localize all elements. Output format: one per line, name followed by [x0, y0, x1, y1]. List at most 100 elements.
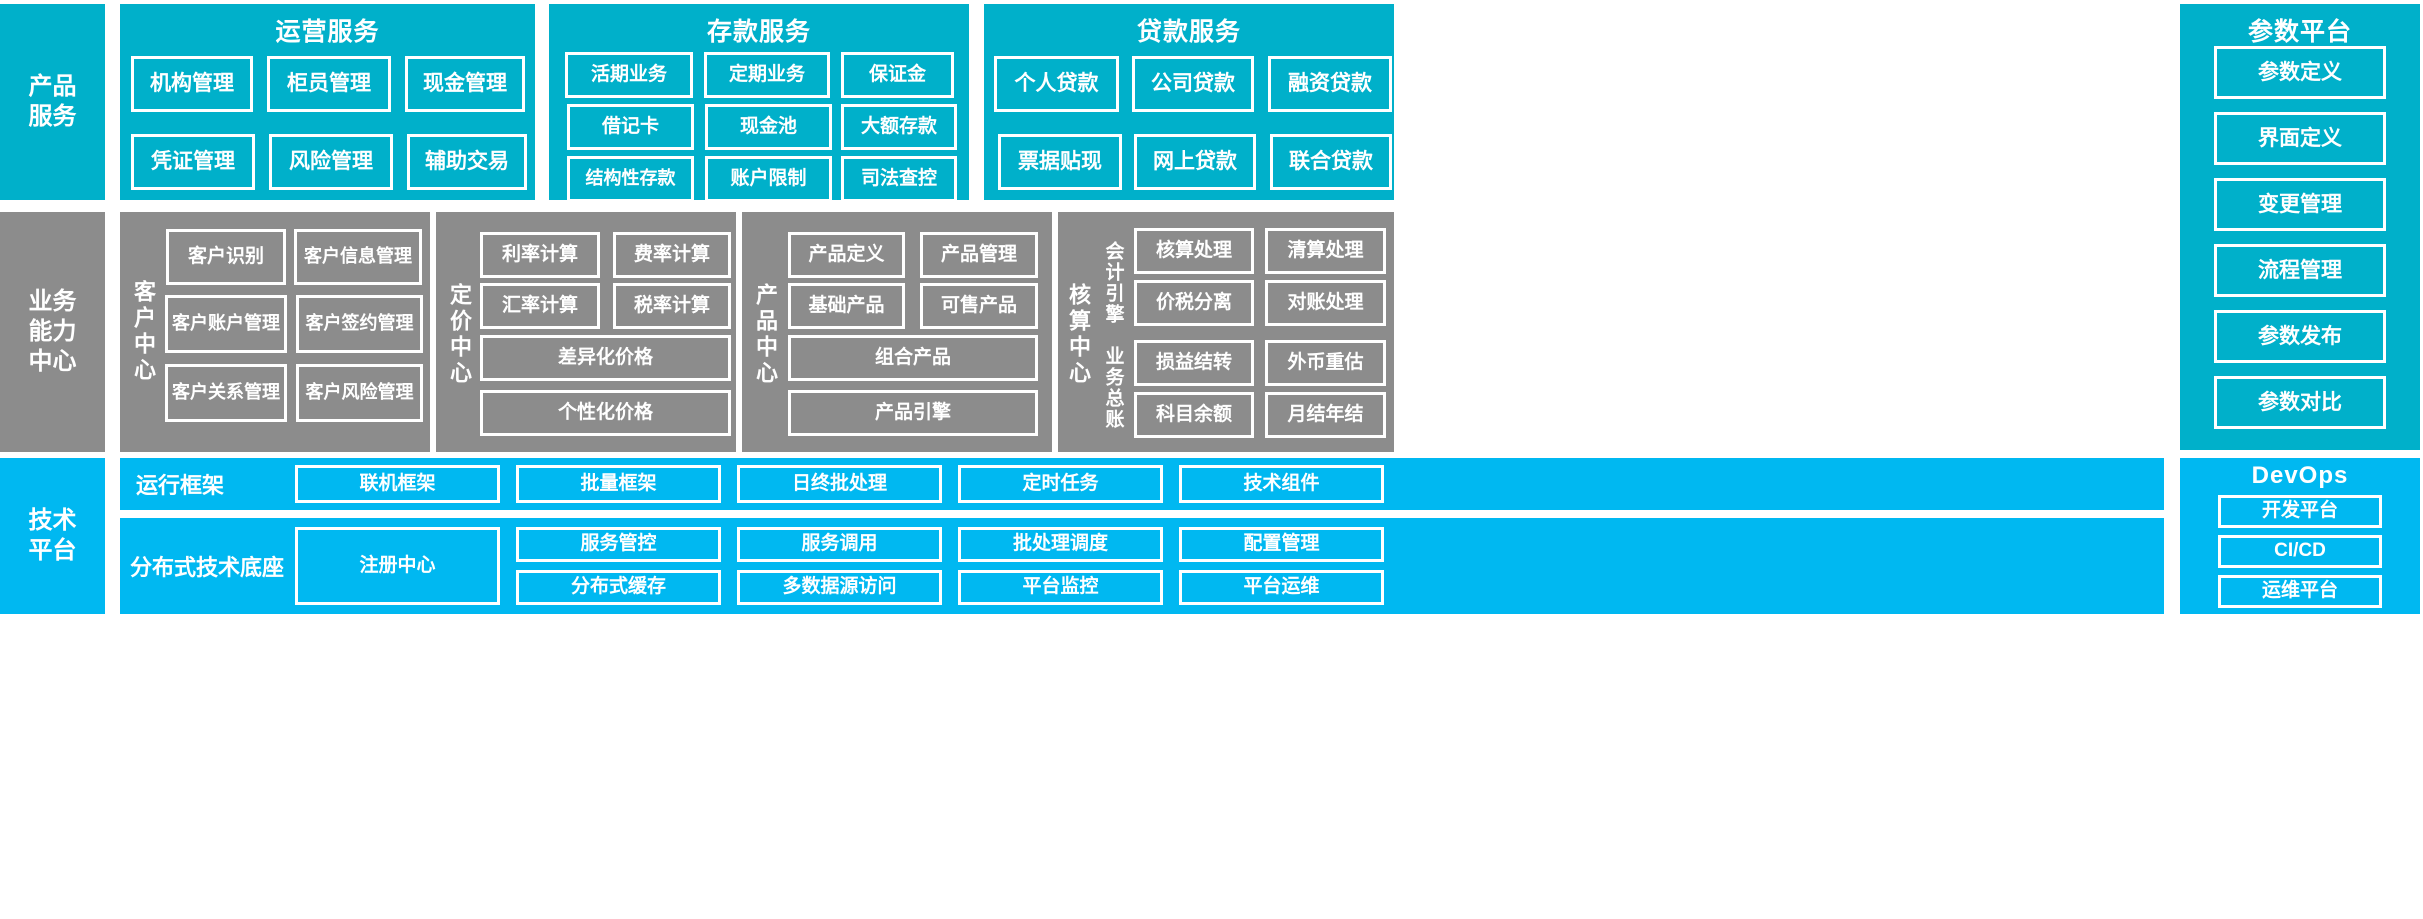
tile-ci-cd[interactable]: CI/CD — [2218, 535, 2382, 568]
tile-bill-discount[interactable]: 票据贴现 — [998, 134, 1122, 190]
tile-profit-loss-carryover[interactable]: 损益结转 — [1134, 340, 1254, 386]
row-label-product-service: 产品 服务 — [0, 4, 105, 200]
tile-configuration-management[interactable]: 配置管理 — [1179, 527, 1384, 562]
label-distributed-base: 分布式技术底座 — [130, 555, 285, 580]
panel-product-center: 产品中心 产品定义 产品管理 基础产品 可售产品 组合产品 产品引擎 — [742, 212, 1052, 452]
tile-auxiliary-transaction[interactable]: 辅助交易 — [407, 134, 527, 190]
panel-title-loan-service: 贷款服务 — [1136, 18, 1241, 46]
panel-accounting-center: 核算中心 会计引擎 业务总账 核算处理 清算处理 价税分离 对账处理 损益结转 … — [1058, 212, 1394, 452]
tile-reconciliation-process[interactable]: 对账处理 — [1265, 280, 1386, 326]
tile-margin-deposit[interactable]: 保证金 — [841, 52, 954, 98]
tile-platform-monitoring[interactable]: 平台监控 — [958, 570, 1163, 605]
tile-foreign-currency-revaluation[interactable]: 外币重估 — [1265, 340, 1386, 386]
tile-tax-rate-calc[interactable]: 税率计算 — [613, 283, 731, 329]
tile-voucher-management[interactable]: 凭证管理 — [131, 134, 255, 190]
tile-parameter-definition[interactable]: 参数定义 — [2214, 46, 2386, 99]
tile-differential-pricing[interactable]: 差异化价格 — [480, 335, 731, 381]
label-runtime-framework: 运行框架 — [136, 473, 225, 498]
tile-exchange-rate-calc[interactable]: 汇率计算 — [480, 283, 600, 329]
tile-customer-relation-management[interactable]: 客户关系管理 — [165, 364, 287, 422]
panel-distributed-base: 分布式技术底座 注册中心 服务管控 分布式缓存 服务调用 多数据源访问 批处理调… — [120, 518, 2164, 614]
tile-fee-rate-calc[interactable]: 费率计算 — [613, 232, 731, 278]
panel-operation-service: 运营服务 机构管理 柜员管理 现金管理 凭证管理 风险管理 辅助交易 — [120, 4, 535, 200]
tile-risk-management[interactable]: 风险管理 — [269, 134, 393, 190]
tile-parameter-compare[interactable]: 参数对比 — [2214, 376, 2386, 429]
tile-online-framework[interactable]: 联机框架 — [295, 465, 500, 503]
tile-judicial-inquiry[interactable]: 司法查控 — [841, 156, 957, 202]
tile-cash-pool[interactable]: 现金池 — [705, 104, 832, 150]
vlabel-customer-center: 客户中心 — [131, 280, 156, 384]
row-label-line2: 平台 — [28, 537, 77, 564]
tile-batch-framework[interactable]: 批量框架 — [516, 465, 721, 503]
tile-interest-rate-calc[interactable]: 利率计算 — [480, 232, 600, 278]
row-label-line1: 业务 — [28, 288, 77, 315]
tile-distributed-cache[interactable]: 分布式缓存 — [516, 570, 721, 605]
tile-ops-platform[interactable]: 运维平台 — [2218, 575, 2382, 608]
panel-loan-service: 贷款服务 个人贷款 公司贷款 融资贷款 票据贴现 网上贷款 联合贷款 — [984, 4, 1394, 200]
panel-customer-center: 客户中心 客户识别 客户信息管理 客户账户管理 客户签约管理 客户关系管理 客户… — [120, 212, 430, 452]
tile-register-center[interactable]: 注册中心 — [295, 527, 500, 605]
tile-demand-deposit[interactable]: 活期业务 — [565, 52, 693, 98]
vlabel-business-ledger: 业务总账 — [1102, 346, 1124, 430]
tile-syndicated-loan[interactable]: 联合贷款 — [1270, 134, 1392, 190]
tile-service-governance[interactable]: 服务管控 — [516, 527, 721, 562]
panel-runtime-framework: 运行框架 联机框架 批量框架 日终批处理 定时任务 技术组件 — [120, 458, 2164, 510]
row-label-line3: 中心 — [28, 348, 77, 375]
row-label-line1: 产品 — [28, 73, 77, 100]
tile-dev-platform[interactable]: 开发平台 — [2218, 495, 2382, 528]
tile-personalized-pricing[interactable]: 个性化价格 — [480, 390, 731, 436]
row-label-technical-platform: 技术 平台 — [0, 458, 105, 614]
tile-debit-card[interactable]: 借记卡 — [567, 104, 694, 150]
tile-price-tax-separation[interactable]: 价税分离 — [1134, 280, 1254, 326]
tile-service-invocation[interactable]: 服务调用 — [737, 527, 942, 562]
tile-teller-management[interactable]: 柜员管理 — [267, 56, 391, 112]
row-label-line2: 能力 — [28, 318, 77, 345]
vlabel-product-center: 产品中心 — [753, 283, 778, 387]
tile-day-end-batch[interactable]: 日终批处理 — [737, 465, 942, 503]
tile-online-loan[interactable]: 网上贷款 — [1134, 134, 1256, 190]
tile-combined-product[interactable]: 组合产品 — [788, 335, 1038, 381]
panel-pricing-center: 定价中心 利率计算 费率计算 汇率计算 税率计算 差异化价格 个性化价格 — [436, 212, 736, 452]
row-label-line2: 服务 — [28, 103, 77, 130]
tile-month-year-end-close[interactable]: 月结年结 — [1265, 392, 1386, 438]
tile-large-deposit[interactable]: 大额存款 — [841, 104, 957, 150]
tile-customer-contract-management[interactable]: 客户签约管理 — [296, 295, 423, 353]
tile-scheduled-task[interactable]: 定时任务 — [958, 465, 1163, 503]
tile-multi-datasource-access[interactable]: 多数据源访问 — [737, 570, 942, 605]
tile-time-deposit[interactable]: 定期业务 — [704, 52, 830, 98]
tile-financing-loan[interactable]: 融资贷款 — [1268, 56, 1392, 112]
row-label-business-capability: 业务 能力 中心 — [0, 212, 105, 452]
tile-corporate-loan[interactable]: 公司贷款 — [1132, 56, 1254, 112]
tile-base-product[interactable]: 基础产品 — [788, 283, 905, 329]
panel-deposit-service: 存款服务 活期业务 定期业务 保证金 借记卡 现金池 大额存款 结构性存款 账户… — [549, 4, 969, 202]
tile-account-balance[interactable]: 科目余额 — [1134, 392, 1254, 438]
tile-cash-management[interactable]: 现金管理 — [405, 56, 525, 112]
tile-batch-scheduling[interactable]: 批处理调度 — [958, 527, 1163, 562]
panel-title-parameter-platform: 参数平台 — [2247, 18, 2352, 46]
tile-product-definition[interactable]: 产品定义 — [788, 232, 905, 278]
tile-structured-deposit[interactable]: 结构性存款 — [567, 156, 694, 202]
tile-change-management[interactable]: 变更管理 — [2214, 178, 2386, 231]
tile-organization-management[interactable]: 机构管理 — [131, 56, 253, 112]
tile-interface-definition[interactable]: 界面定义 — [2214, 112, 2386, 165]
tile-process-management[interactable]: 流程管理 — [2214, 244, 2386, 297]
panel-devops: DevOps 开发平台 CI/CD 运维平台 — [2180, 458, 2420, 614]
panel-parameter-platform: 参数平台 参数定义 界面定义 变更管理 流程管理 参数发布 参数对比 — [2180, 4, 2420, 450]
tile-technical-component[interactable]: 技术组件 — [1179, 465, 1384, 503]
vlabel-accounting-center: 核算中心 — [1066, 283, 1091, 387]
tile-customer-info-management[interactable]: 客户信息管理 — [294, 229, 422, 285]
tile-account-restriction[interactable]: 账户限制 — [705, 156, 832, 202]
tile-accounting-process[interactable]: 核算处理 — [1134, 228, 1254, 274]
tile-parameter-release[interactable]: 参数发布 — [2214, 310, 2386, 363]
tile-customer-identification[interactable]: 客户识别 — [166, 229, 286, 285]
tile-customer-risk-management[interactable]: 客户风险管理 — [296, 364, 423, 422]
vlabel-pricing-center: 定价中心 — [447, 283, 472, 387]
tile-platform-operation[interactable]: 平台运维 — [1179, 570, 1384, 605]
tile-product-engine[interactable]: 产品引擎 — [788, 390, 1038, 436]
tile-personal-loan[interactable]: 个人贷款 — [994, 56, 1119, 112]
tile-settlement-process[interactable]: 清算处理 — [1265, 228, 1386, 274]
tile-sellable-product[interactable]: 可售产品 — [920, 283, 1038, 329]
tile-customer-account-management[interactable]: 客户账户管理 — [165, 295, 287, 353]
tile-product-management[interactable]: 产品管理 — [920, 232, 1038, 278]
panel-title-operation-service: 运营服务 — [275, 18, 380, 46]
